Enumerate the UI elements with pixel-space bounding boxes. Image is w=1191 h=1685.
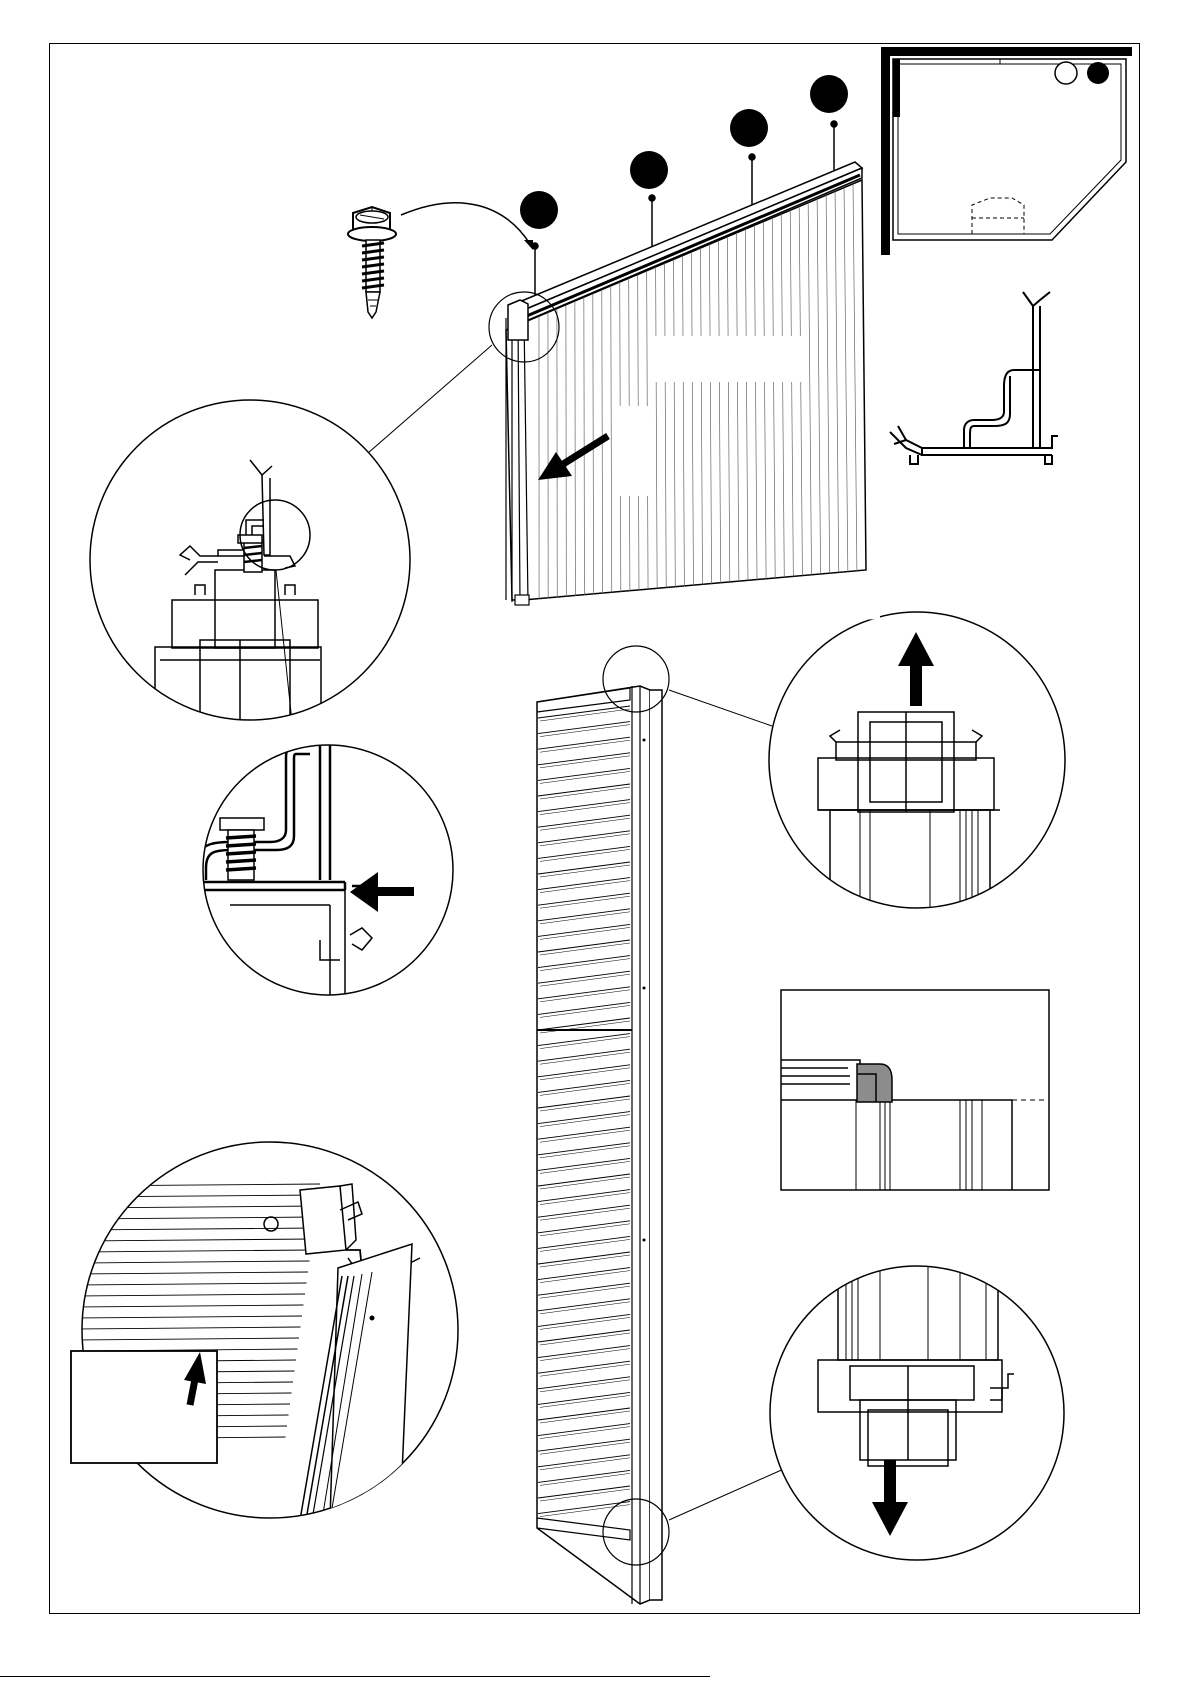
detail-cap-alignment	[781, 990, 1049, 1190]
detail-screw-closeup	[198, 744, 453, 1000]
self-tapping-screw-icon	[348, 203, 533, 318]
position-marker-open	[1055, 62, 1077, 84]
footer-rule	[0, 1676, 710, 1677]
diagonal-panel	[360, 75, 866, 605]
corner-profile-icon	[890, 292, 1058, 464]
step-marker-1	[520, 191, 558, 229]
detail-bottom-cap-pull	[770, 1250, 1064, 1560]
detail-bottom-corner	[71, 1142, 458, 1520]
floor-plan-icon	[881, 47, 1132, 255]
detail-top-screw-fixing	[90, 400, 410, 760]
position-marker-filled	[1087, 62, 1109, 84]
step-marker-2	[630, 151, 668, 189]
step-marker-3	[730, 109, 768, 147]
detail-top-cap-lift	[769, 612, 1065, 920]
step-marker-4	[810, 75, 848, 113]
vertical-panel	[537, 646, 786, 1604]
